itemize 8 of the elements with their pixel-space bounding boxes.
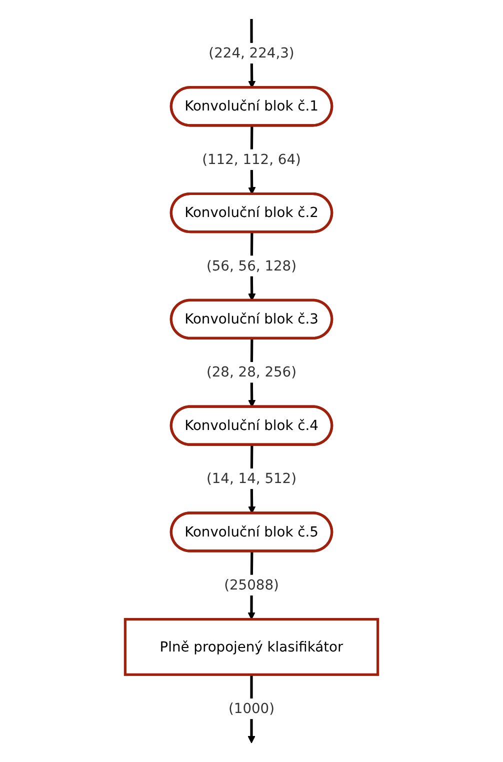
edge-label: (14, 14, 512) [206, 470, 297, 487]
node-box: Plně propojený klasifikátor [124, 618, 380, 676]
edge-label: (1000) [228, 700, 275, 717]
edge-label: (56, 56, 128) [206, 257, 297, 274]
edge-label: (112, 112, 64) [202, 150, 301, 168]
edge-label: (28, 28, 256) [206, 364, 297, 380]
edge-label: (224, 224,3) [208, 44, 294, 61]
edge-label: (25088) [224, 576, 279, 593]
